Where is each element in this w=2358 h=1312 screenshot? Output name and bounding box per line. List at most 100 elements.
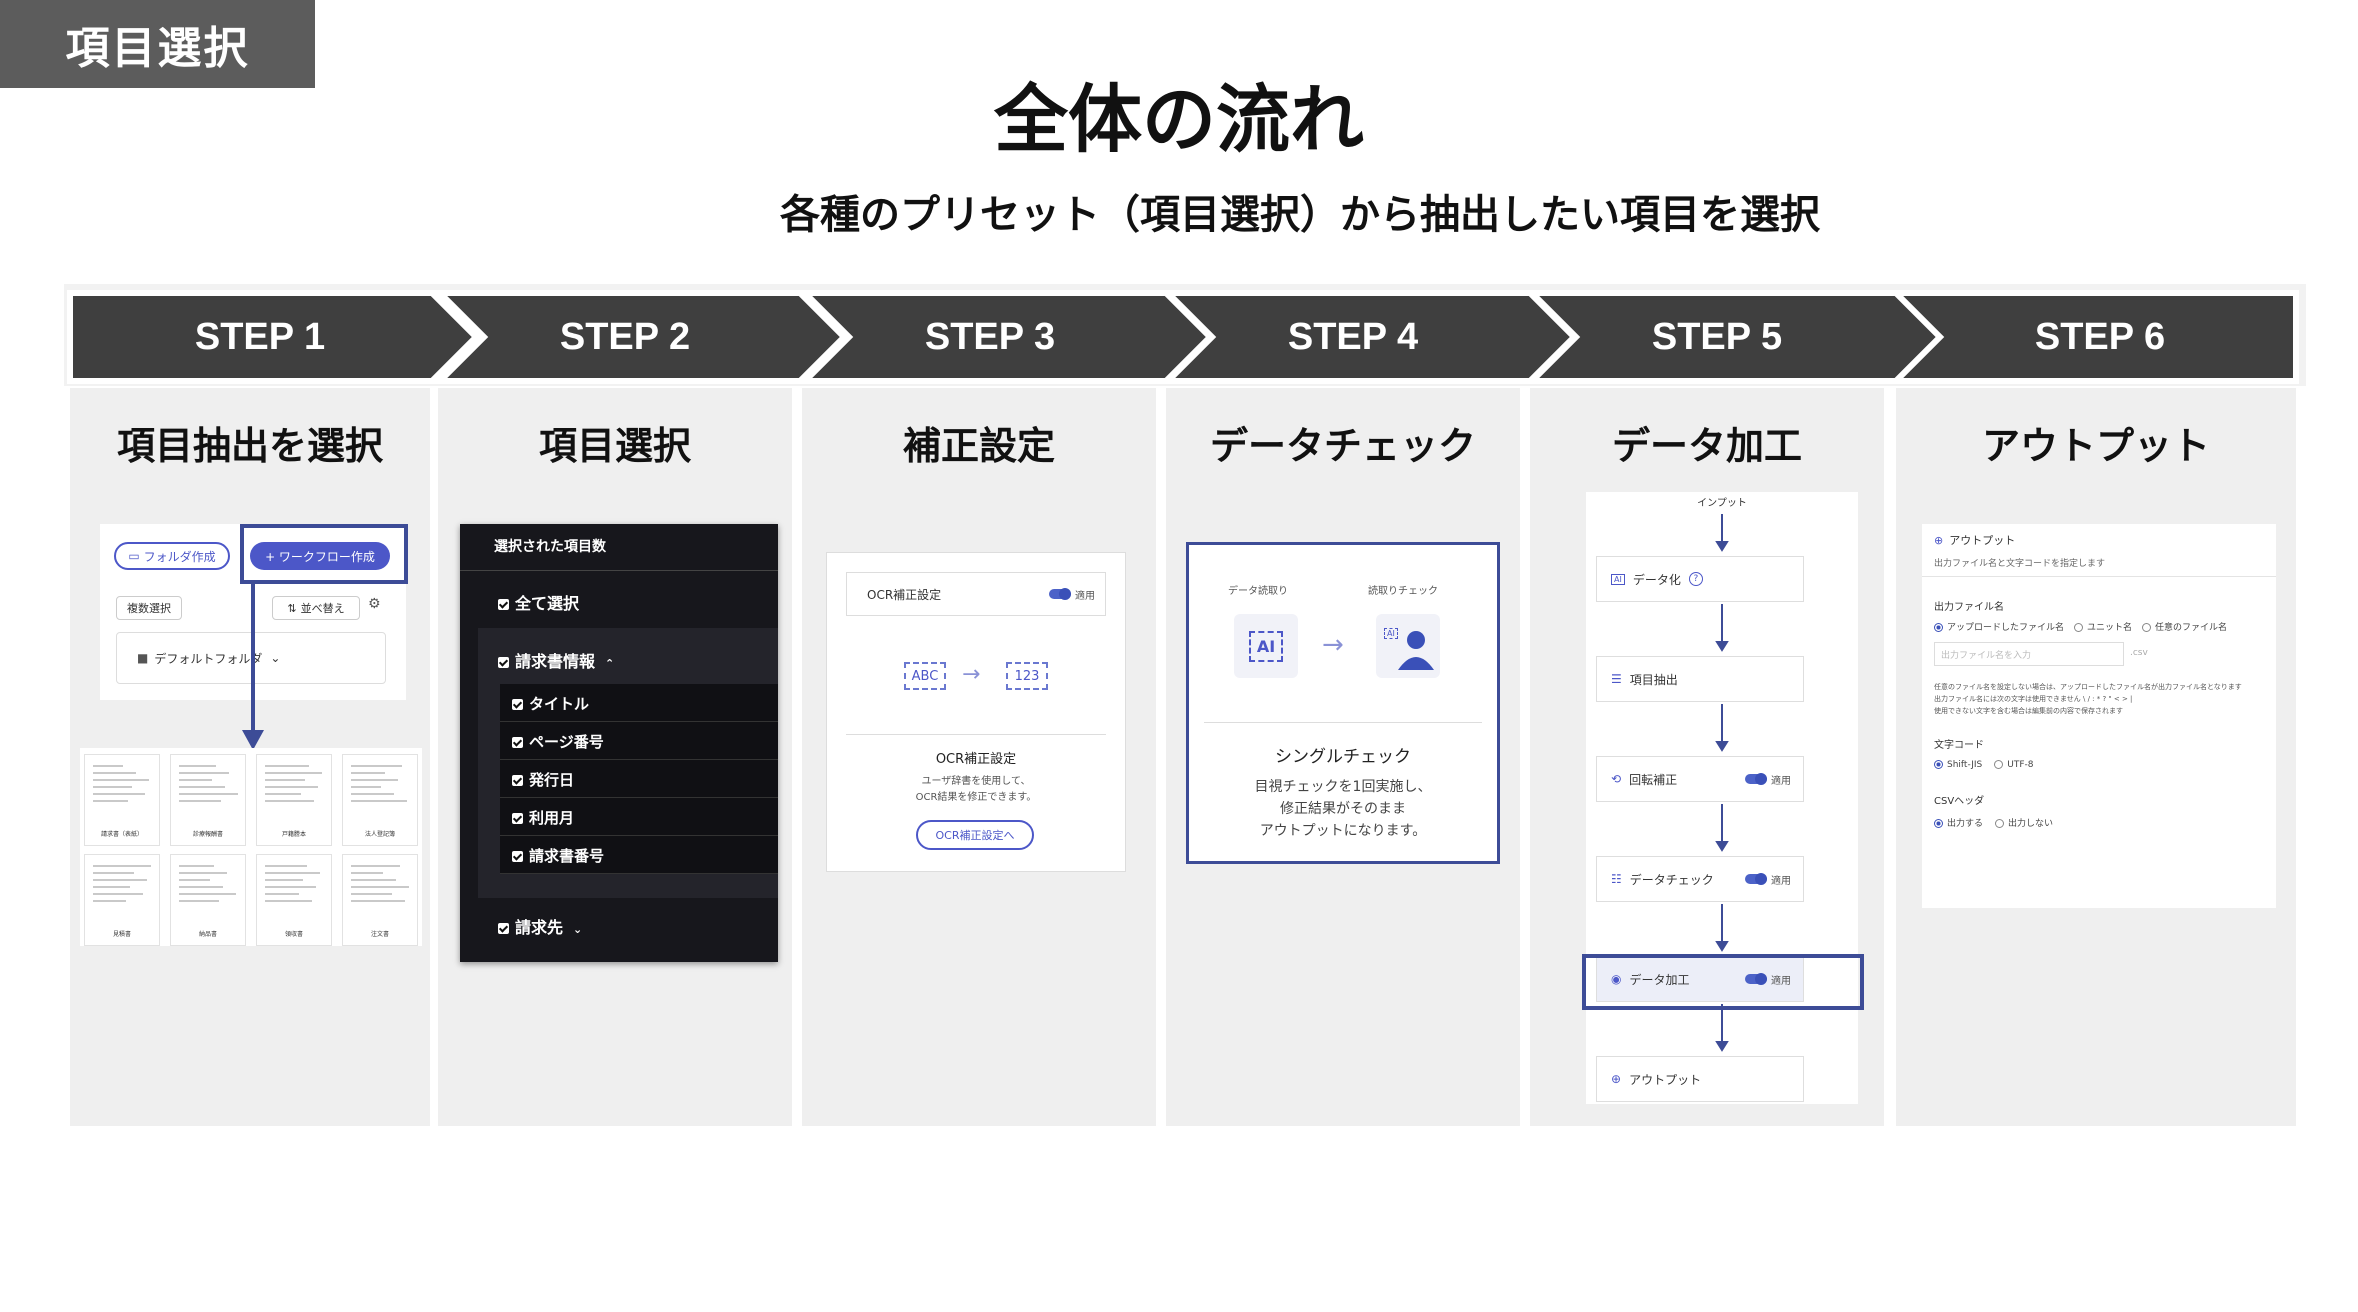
group2-checkbox[interactable]: 請求先⌄ xyxy=(498,914,582,938)
toggle[interactable] xyxy=(1745,773,1767,785)
ocr-desc-1: ユーザ辞書を使用して、 xyxy=(921,776,1031,787)
filename-option[interactable]: 任意のファイル名 xyxy=(2142,620,2227,633)
item-row[interactable] xyxy=(500,760,778,798)
help-icon[interactable]: ? xyxy=(1688,572,1703,586)
radio-icon xyxy=(2074,623,2084,632)
check-icon xyxy=(512,851,523,862)
create-folder-label: フォルダ作成 xyxy=(143,549,216,564)
encoding-option[interactable]: UTF-8 xyxy=(1994,760,2033,770)
toggle[interactable] xyxy=(1745,873,1767,885)
document-thumbnail[interactable]: 見積書 xyxy=(84,854,160,946)
output-title: ⊕アウトプット xyxy=(1934,532,2015,548)
arrow-right-icon: → xyxy=(1322,630,1344,660)
item-checkbox[interactable]: 利用月 xyxy=(512,807,574,828)
item-checkbox[interactable]: ページ番号 xyxy=(512,731,604,752)
section-tag: 項目選択 xyxy=(0,0,315,88)
item-checkbox[interactable]: 請求書番号 xyxy=(512,845,604,866)
document-thumbnail[interactable]: 領収書 xyxy=(256,854,332,946)
down-arrow xyxy=(242,584,264,750)
filename-option[interactable]: ユニット名 xyxy=(2074,620,2132,633)
filename-option[interactable]: アップロードしたファイル名 xyxy=(1934,620,2064,633)
item-label: タイトル xyxy=(529,695,590,713)
document-thumbnail[interactable]: 法人登記簿 xyxy=(342,754,418,846)
single-check-desc-1: 目視チェックを1回実施し、 xyxy=(1254,779,1432,795)
flow-node-output[interactable]: ⊕アウトプット xyxy=(1596,1056,1804,1102)
ai-icon-text: AI xyxy=(1248,630,1284,662)
step-6-heading: アウトプット xyxy=(1981,424,2210,468)
process-icon: ◉ xyxy=(1611,972,1622,986)
option-label: 任意のファイル名 xyxy=(2155,623,2228,633)
ocr-setting-row: OCR補正設定適用 xyxy=(846,572,1106,616)
person-check-icon: AI xyxy=(1376,614,1440,678)
csv-header-option[interactable]: 出力しない xyxy=(1995,816,2053,829)
ocr-settings-button[interactable]: OCR補正設定へ xyxy=(916,820,1034,850)
select-all-checkbox[interactable]: 全て選択 xyxy=(498,590,579,614)
flow-node-process[interactable]: ◉データ加工適用 xyxy=(1596,956,1804,1002)
document-thumbnail[interactable]: 注文書 xyxy=(342,854,418,946)
document-thumbnail[interactable]: 診療報酬書 xyxy=(170,754,246,846)
document-thumbnail[interactable]: 納品書 xyxy=(170,854,246,946)
item-checkbox[interactable]: タイトル xyxy=(512,693,589,714)
ocr-toggle[interactable] xyxy=(1049,588,1071,600)
item-checkbox[interactable]: 発行日 xyxy=(512,769,574,790)
flow-node-rotate[interactable]: ⟲回転補正適用 xyxy=(1596,756,1804,802)
flow-arrows xyxy=(1715,514,1729,1052)
number-icon: 123 xyxy=(1006,662,1048,690)
rotate-icon: ⟲ xyxy=(1611,772,1622,786)
flow-node-label: データ加工 xyxy=(1629,972,1690,987)
toggle[interactable] xyxy=(1745,973,1767,985)
sort-button[interactable]: ⇅並べ替え xyxy=(272,596,360,620)
csv-header-label: CSVヘッダ xyxy=(1934,796,1985,807)
output-subtitle: 出力ファイル名と文字コードを指定します xyxy=(1934,559,2106,569)
highlight-box xyxy=(240,524,408,584)
toggle-label: 適用 xyxy=(1771,775,1791,787)
group2-label: 請求先 xyxy=(515,918,564,937)
read-label: データ読取り xyxy=(1228,586,1288,597)
item-row[interactable] xyxy=(500,836,778,874)
item-row[interactable] xyxy=(500,798,778,836)
encoding-label: 文字コード xyxy=(1934,740,1984,751)
encoding-option[interactable]: Shift-JIS xyxy=(1934,760,1982,770)
step-2-heading: 項目選択 xyxy=(538,424,691,468)
document-name: 請求書（表紙） xyxy=(100,831,143,838)
filename-input[interactable]: 出力ファイル名を入力 xyxy=(1934,642,2124,666)
checklist-icon: ☷ xyxy=(1611,872,1622,886)
item-row[interactable] xyxy=(500,722,778,760)
flow-node-label: データチェック xyxy=(1629,872,1714,887)
gear-icon[interactable]: ⚙ xyxy=(368,596,381,612)
radio-icon xyxy=(1994,760,2004,769)
folder-icon: ■ xyxy=(137,651,149,665)
csv-header-option[interactable]: 出力する xyxy=(1934,816,1983,829)
document-thumbnail[interactable]: 請求書（表紙） xyxy=(84,754,160,846)
ai-mini-text: AI xyxy=(1384,628,1398,639)
panel-header: 選択された項目数 xyxy=(494,539,606,555)
check-icon xyxy=(512,699,523,710)
multi-select-button[interactable]: 複数選択 xyxy=(116,596,182,620)
item-row[interactable] xyxy=(500,684,778,722)
note-3: 使用できない文字を含む場合は編集前の内容で保存されます xyxy=(1934,707,2123,715)
radio-selected-icon xyxy=(1934,760,1943,769)
flow-node-check[interactable]: ☷ データチェック 適用 xyxy=(1596,856,1804,902)
ocr-card xyxy=(826,552,1126,872)
toggle-label: 適用 xyxy=(1771,875,1791,887)
select-all-label: 全て選択 xyxy=(515,594,580,613)
ocr-desc-2: OCR結果を修正できます。 xyxy=(915,792,1037,803)
option-label: 出力する xyxy=(1947,819,1984,829)
flow-node-label: データ化 xyxy=(1632,572,1681,587)
chevron-up-icon: ⌃ xyxy=(605,657,615,670)
item-label: 発行日 xyxy=(529,771,575,789)
create-folder-button[interactable]: ▭フォルダ作成 xyxy=(114,542,230,570)
document-name: 戸籍謄本 xyxy=(281,831,306,838)
option-label: 出力しない xyxy=(2008,819,2054,829)
create-workflow-button[interactable]: + ワークフロー作成 xyxy=(250,542,390,570)
flow-node-extract[interactable]: ☰項目抽出 xyxy=(1596,656,1804,702)
document-name: 注文書 xyxy=(370,931,389,938)
single-check-card[interactable] xyxy=(1186,542,1500,864)
ocr-card-title: OCR補正設定 xyxy=(935,752,1017,767)
single-check-title: シングルチェック xyxy=(1275,747,1411,767)
download-icon: ⊕ xyxy=(1934,534,1944,547)
sort-label: 並べ替え xyxy=(300,602,345,615)
group-checkbox[interactable]: 請求書情報⌃ xyxy=(498,648,614,672)
document-thumbnail[interactable]: 戸籍謄本 xyxy=(256,754,332,846)
